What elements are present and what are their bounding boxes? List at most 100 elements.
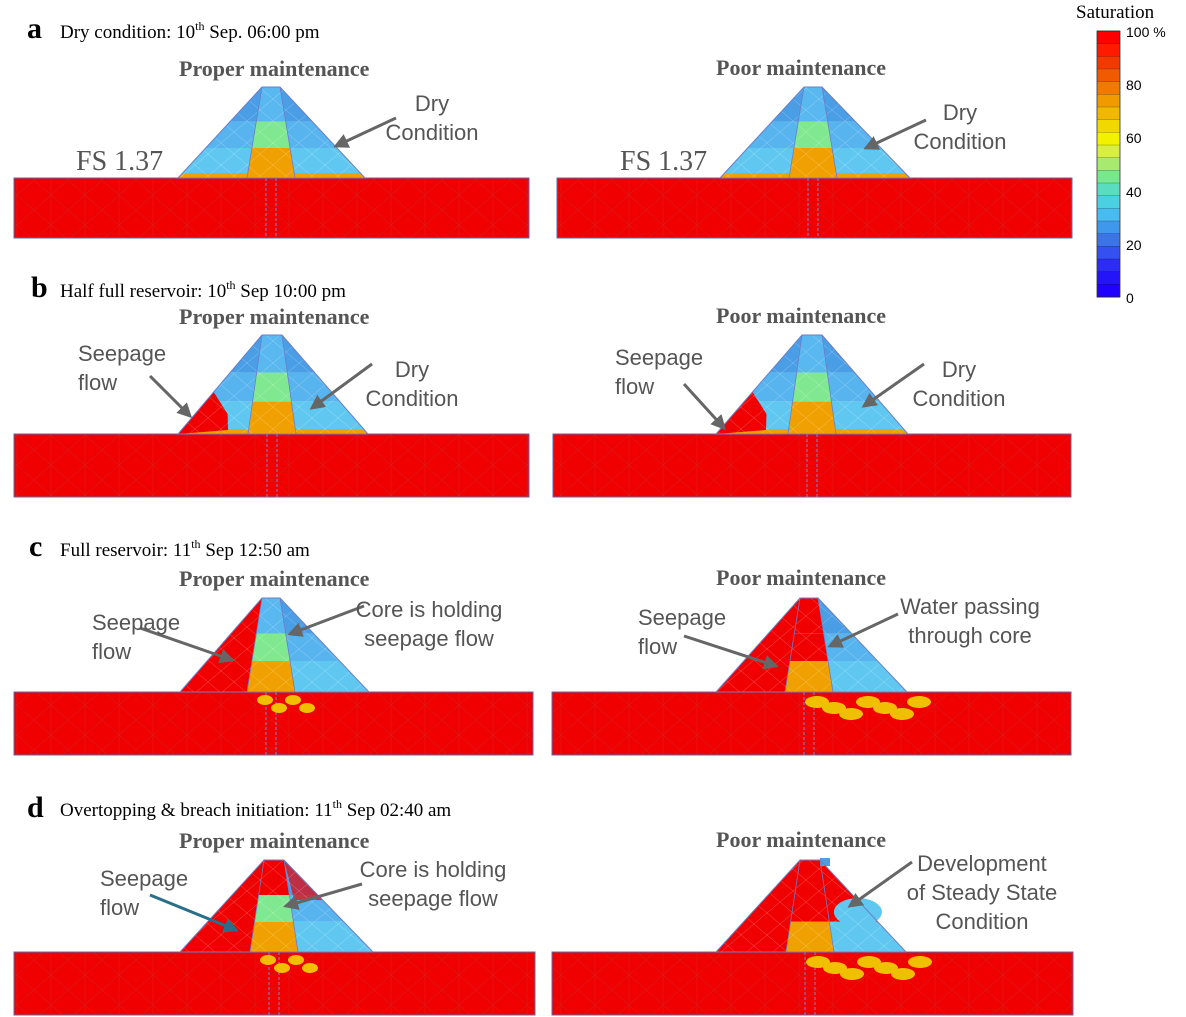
legend-swatch-16: [1097, 233, 1120, 247]
legend-swatch-14: [1097, 208, 1120, 222]
foundation-mesh-b-right: [553, 434, 1071, 497]
legend-swatch-8: [1097, 132, 1120, 146]
panel-letter-c: c: [29, 530, 43, 563]
arrow-seepage-c-right: [683, 634, 779, 670]
panel-title-a: Dry condition: 10th Sep. 06:00 pm: [60, 19, 320, 43]
seepage-blob-2-c-right: [839, 708, 863, 720]
arrow-seepage-d-left: [149, 893, 239, 933]
panel-letter-d: d: [27, 791, 44, 824]
legend-tick-0: 0: [1126, 290, 1134, 306]
seepage-blob-6-d-right: [908, 956, 932, 968]
arrow-seepage-b-left: [148, 374, 193, 419]
legend-swatch-6: [1097, 107, 1120, 121]
factor-of-safety-a-left: FS 1.37: [76, 146, 164, 177]
subtitle-b-left: Proper maintenance: [179, 304, 370, 329]
seepage-blob-3-d-right: [857, 956, 881, 968]
subtitle-b-right: Poor maintenance: [716, 303, 887, 328]
foundation-mesh-b-left: [14, 434, 529, 497]
legend-tick-60: 60: [1126, 130, 1142, 147]
seepage-blob-0-c-left: [257, 695, 273, 705]
legend-swatch-19: [1097, 271, 1120, 285]
dam-mesh-b-left: [178, 335, 368, 434]
seepage-blob-1-d-left: [274, 963, 290, 973]
panel-title-d: Overtopping & breach initiation: 11th Se…: [60, 797, 452, 821]
legend-swatch-1: [1097, 43, 1120, 57]
core-edge-left-b-left: [247, 334, 263, 435]
legend-swatch-18: [1097, 259, 1120, 273]
arrow-steady-d-right: [847, 860, 913, 908]
seepage-blob-4-c-right: [873, 702, 897, 714]
seepage-blob-5-d-right: [891, 968, 915, 980]
core-edge-left-c-right: [784, 597, 801, 693]
subtitle-a-right: Poor maintenance: [716, 55, 887, 80]
dam-d-left: [13, 859, 536, 1016]
dam-mesh-b-right: [716, 335, 908, 434]
foundation-mesh-a-right: [557, 178, 1072, 238]
seepage-blob-0-d-right: [806, 956, 830, 968]
arrow-dry-b-right: [861, 362, 925, 408]
dam-b-left: [13, 334, 530, 498]
legend-swatch-9: [1097, 145, 1120, 159]
legend-tick-40: 40: [1126, 183, 1142, 200]
core-edge-right-a-left: [279, 86, 296, 179]
seepage-blob-3-d-left: [302, 963, 318, 973]
seepage-blob-6-c-right: [907, 696, 931, 708]
arrow-dry-a-left: [333, 116, 397, 148]
dam-mesh-a-left: [178, 87, 365, 178]
arrow-core-c-left: [287, 604, 365, 637]
panel-letter-a: a: [27, 12, 42, 45]
dry-crest-d-right: [820, 858, 830, 866]
dam-b-right: [552, 334, 1072, 498]
factor-of-safety-a-right: FS 1.37: [620, 146, 708, 177]
core-edge-right-c-right: [817, 597, 834, 693]
legend-swatch-17: [1097, 246, 1120, 260]
dam-c-right: [551, 597, 1072, 756]
core-edge-left-a-left: [246, 86, 263, 179]
core-edge-left-d-left: [249, 859, 265, 953]
foundation-mesh-a-left: [14, 178, 529, 238]
core-edge-right-a-right: [821, 86, 838, 179]
legend-swatch-12: [1097, 183, 1120, 197]
seepage-blob-2-c-left: [285, 695, 301, 705]
seepage-blob-5-c-right: [890, 708, 914, 720]
legend-swatch-0: [1097, 31, 1120, 45]
legend-tick-100: 100 %: [1126, 24, 1166, 40]
legend-tick-20: 20: [1126, 236, 1142, 253]
seepage-blob-1-c-left: [271, 703, 287, 713]
legend-swatch-11: [1097, 170, 1120, 184]
legend-swatch-13: [1097, 195, 1120, 209]
dam-c-left: [13, 597, 534, 756]
core-edge-left-c-left: [246, 597, 263, 693]
seepage-blob-2-d-right: [840, 968, 864, 980]
seepage-blob-1-d-right: [823, 962, 847, 974]
legend-swatch-10: [1097, 157, 1120, 171]
subtitle-c-left: Proper maintenance: [179, 566, 370, 591]
subtitle-a-left: Proper maintenance: [179, 56, 370, 81]
legend-swatch-7: [1097, 119, 1120, 133]
core-edge-right-c-left: [279, 597, 296, 693]
core-edge-left-d-right: [785, 859, 801, 953]
seepage-blob-1-c-right: [822, 702, 846, 714]
dam-d-right: [551, 858, 1074, 1016]
arrow-dry-b-left: [309, 362, 373, 410]
core-edge-right-b-left: [281, 334, 297, 435]
dam-mesh-c-left: [180, 598, 369, 692]
arrow-core-d-left: [283, 882, 363, 910]
seepage-blob-3-c-right: [856, 696, 880, 708]
arrow-core-c-right: [827, 612, 899, 648]
seepage-blob-3-c-left: [299, 703, 315, 713]
subtitle-c-right: Poor maintenance: [716, 565, 887, 590]
